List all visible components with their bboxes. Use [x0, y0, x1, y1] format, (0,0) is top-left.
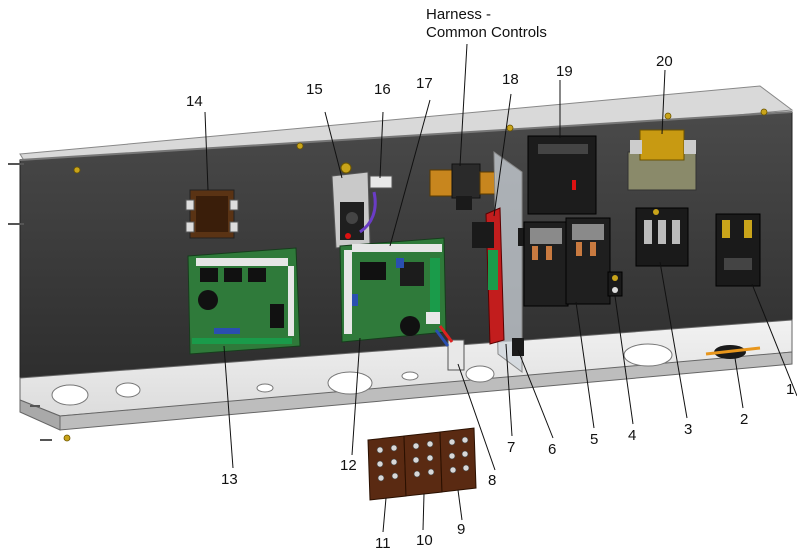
control-board-12: [339, 237, 447, 343]
leader-lines: [204, 43, 797, 533]
contactor-19: [527, 135, 597, 215]
callout-17: 17: [416, 75, 433, 92]
contactor-3: [635, 207, 689, 267]
callout-8: 8: [488, 472, 497, 489]
callout-4: 4: [628, 427, 637, 444]
callout-11: 11: [375, 535, 391, 552]
callout-6: 6: [548, 441, 557, 458]
terminal-strip-9: [439, 427, 477, 493]
callout-3: 3: [684, 421, 693, 438]
callout-10: 10: [416, 532, 433, 549]
callout-16: 16: [374, 81, 391, 98]
callout-1: 1: [786, 381, 795, 398]
terminal-strip-11: [367, 435, 407, 501]
callout-5: 5: [590, 431, 599, 448]
sensor-module-15: [331, 162, 371, 249]
relay-bank-5: [523, 217, 611, 307]
callout-12: 12: [340, 457, 357, 474]
callout-13: 13: [221, 471, 238, 488]
transformer-20: [627, 129, 697, 191]
base-plate: [19, 319, 793, 431]
callout-9: 9: [457, 521, 466, 538]
callout-19: 19: [556, 63, 573, 80]
panel-screws: [63, 108, 768, 442]
circuit-board-13: [187, 247, 301, 355]
cover-plate-18: [472, 151, 528, 373]
callout-7: 7: [507, 439, 516, 456]
callout-20: 20: [656, 53, 673, 70]
harness-label-line2: Common Controls: [426, 24, 547, 41]
harness-common-controls: [429, 163, 497, 210]
terminal-strip-10: [403, 431, 443, 497]
side-pins: [8, 163, 52, 441]
terminal-4: [607, 271, 623, 297]
callout-2: 2: [740, 411, 749, 428]
plug-harness-8: [434, 325, 465, 371]
grommet-2: [705, 345, 761, 359]
contactor-1: [715, 213, 761, 287]
connector-16: [359, 175, 393, 234]
callout-15: 15: [306, 81, 323, 98]
callout-18: 18: [502, 71, 519, 88]
harness-label-line1: Harness -: [426, 6, 492, 23]
harness-common-controls-label: Harness - Common Controls: [426, 6, 547, 42]
relay-14: [185, 189, 239, 239]
callout-14: 14: [186, 93, 203, 110]
